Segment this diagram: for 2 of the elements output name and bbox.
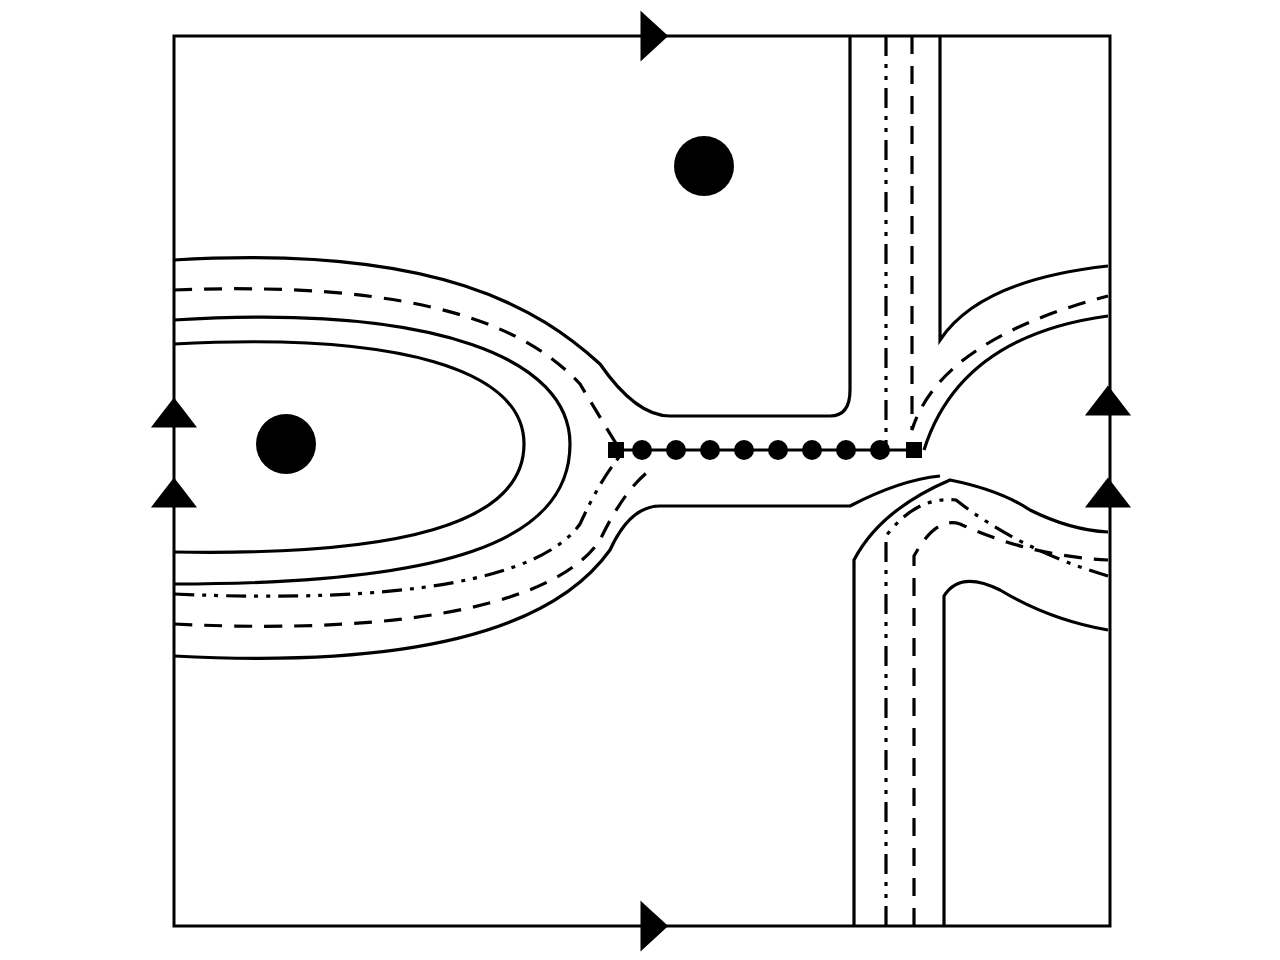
dot bbox=[674, 136, 734, 196]
dot bbox=[256, 414, 316, 474]
